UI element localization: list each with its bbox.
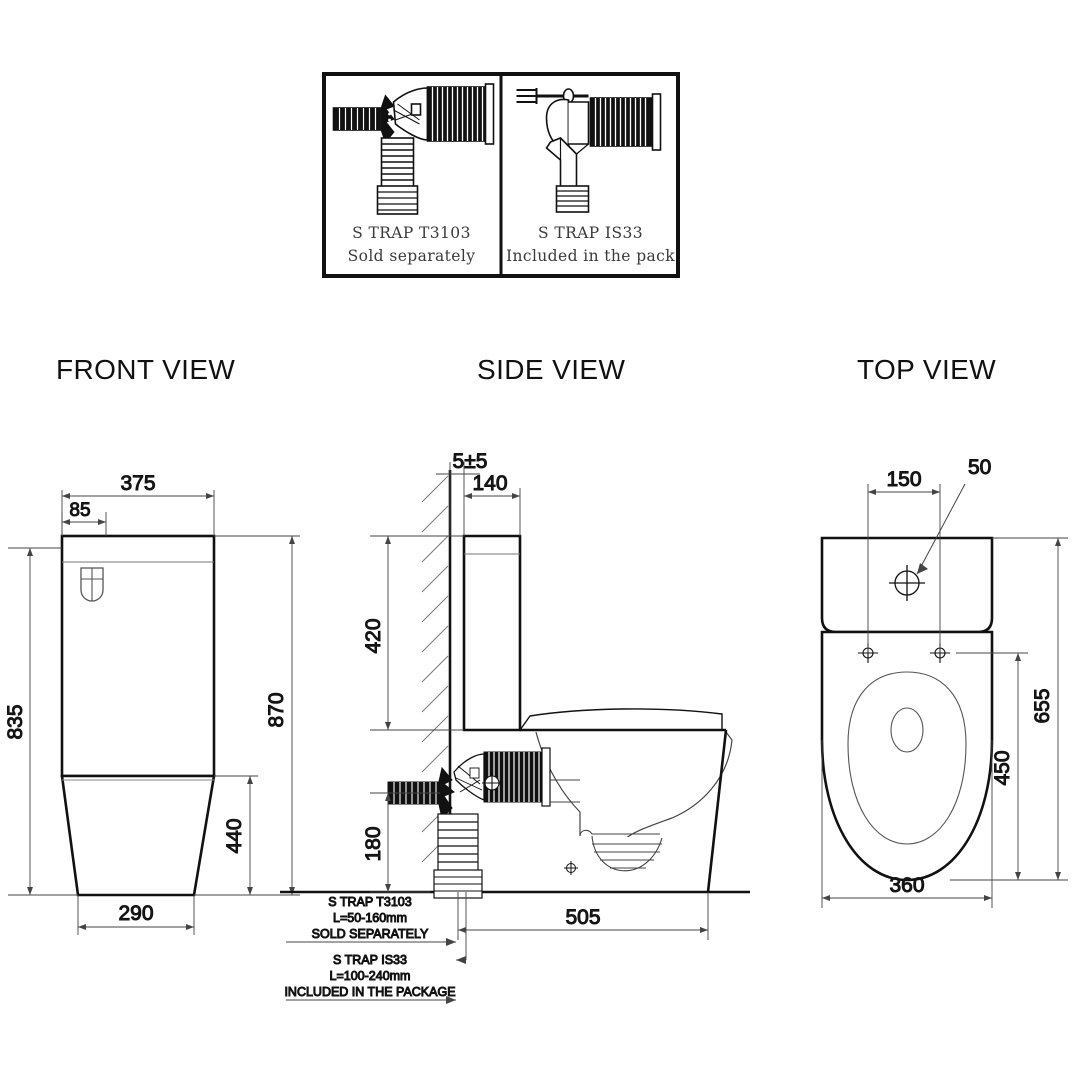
- dim-5pm5-label: 5±5: [453, 450, 488, 473]
- top-flush-button-mark: [889, 565, 925, 601]
- dim-50-label: 50: [968, 456, 991, 479]
- note-is33-line2: L=100-240mm: [330, 969, 411, 983]
- dim-360: [821, 740, 993, 908]
- dim-440-label: 440: [223, 818, 246, 853]
- dim-180-label: 180: [362, 826, 385, 861]
- dim-85: [61, 512, 107, 536]
- top-bowl-outline: [820, 630, 994, 882]
- trap-option-name: S TRAP IS33: [538, 223, 643, 242]
- side-trap-assembly: [387, 747, 580, 899]
- dim-450: [950, 652, 1028, 881]
- note-is33-line3: INCLUDED IN THE PACKAGE: [284, 985, 455, 999]
- trap-option-is33: S TRAP IS33 Included in the pack: [501, 72, 680, 278]
- dim-140: [464, 488, 521, 536]
- front-pedestal-outline: [60, 774, 216, 897]
- note-t3103-line1: S TRAP T3103: [328, 895, 411, 909]
- dim-420: [370, 535, 464, 731]
- side-view-drawing: 5±5 140 420: [280, 450, 750, 1004]
- leader-is33: [286, 892, 467, 1004]
- dim-505: [457, 892, 709, 940]
- dim-835-label: 835: [4, 704, 27, 739]
- leader-t3103: [286, 938, 456, 946]
- front-view-title: FRONT VIEW: [56, 354, 236, 385]
- front-view-drawing: 375 85 835: [4, 472, 300, 935]
- side-centre-mark-upper: [482, 773, 502, 793]
- trap-option-caption: S TRAP T3103 Sold separately: [322, 222, 501, 269]
- dim-375-label: 375: [120, 472, 155, 495]
- side-cistern-outline: [462, 534, 522, 732]
- dim-290-label: 290: [118, 902, 153, 925]
- dim-440: [194, 775, 258, 896]
- trap-option-name: S TRAP T3103: [352, 223, 471, 242]
- note-t3103-line3: SOLD SEPARATELY: [312, 927, 429, 941]
- dim-5pm5: [436, 462, 480, 536]
- note-is33-line1: S TRAP IS33: [333, 953, 407, 967]
- side-wall-hatch: [421, 475, 449, 863]
- dim-655-label: 655: [1031, 688, 1054, 723]
- top-bowl-opening: [890, 707, 924, 753]
- trap-option-availability: Included in the pack: [505, 246, 676, 265]
- dim-140-label: 140: [472, 472, 507, 495]
- side-seat-outline: [518, 708, 723, 731]
- s-trap-elbow-icon: [332, 83, 495, 215]
- dim-870-label: 870: [265, 692, 288, 727]
- top-view-title: TOP VIEW: [857, 354, 997, 385]
- trap-option-caption: S TRAP IS33 Included in the pack: [501, 222, 680, 269]
- dim-150: [867, 484, 941, 653]
- dim-150-label: 150: [886, 468, 921, 491]
- trap-option-t3103: S TRAP T3103 Sold separately: [322, 72, 501, 278]
- dim-835: [8, 547, 78, 896]
- dim-505-label: 505: [565, 906, 600, 929]
- leader-50: [916, 483, 966, 575]
- top-seat-ring: [847, 671, 967, 845]
- s-trap-elbow-icon: [516, 88, 662, 213]
- dim-290: [77, 895, 195, 935]
- front-flush-button: [80, 567, 104, 602]
- trap-option-availability: Sold separately: [347, 246, 476, 265]
- note-t3103-line2: L=50-160mm: [333, 911, 407, 925]
- trap-legend-box: S TRAP T3103 Sold separately: [322, 72, 680, 278]
- side-centre-mark-lower: [564, 861, 578, 875]
- dim-450-label: 450: [991, 750, 1014, 785]
- dim-85-label: 85: [69, 500, 90, 521]
- top-view-drawing: 150 50 655: [820, 456, 1068, 908]
- dim-360-label: 360: [889, 874, 924, 897]
- trap-legend-divider: [499, 72, 503, 278]
- side-view-title: SIDE VIEW: [477, 354, 626, 385]
- dim-420-label: 420: [362, 618, 385, 653]
- dim-180: [370, 792, 440, 893]
